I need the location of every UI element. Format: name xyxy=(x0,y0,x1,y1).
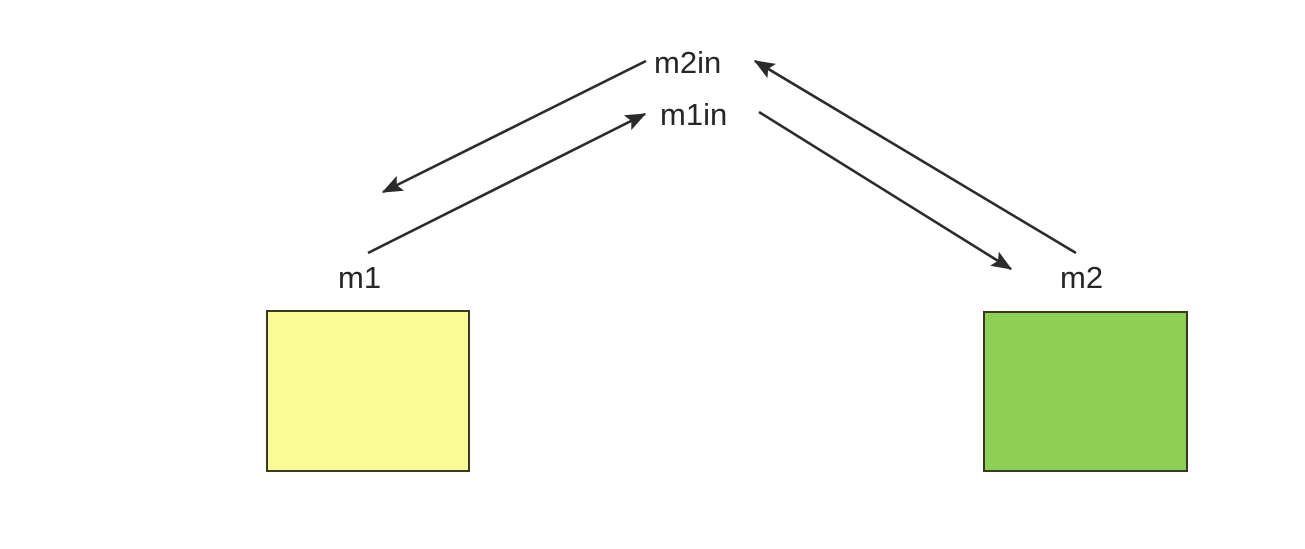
edge-m2in-to-m1 xyxy=(381,59,647,194)
edge-m2-to-m2in xyxy=(753,59,1077,255)
node-label-m2: m2 xyxy=(1060,260,1104,295)
port-label-m2in: m2in xyxy=(654,45,722,80)
node-label-m1: m1 xyxy=(338,260,382,295)
node-box-m1[interactable] xyxy=(266,310,470,472)
edge-m1in-to-m2 xyxy=(758,110,1013,271)
node-box-m2[interactable] xyxy=(983,311,1188,472)
port-label-m1in: m1in xyxy=(660,97,728,132)
edge-m1-to-m1in xyxy=(367,112,647,255)
